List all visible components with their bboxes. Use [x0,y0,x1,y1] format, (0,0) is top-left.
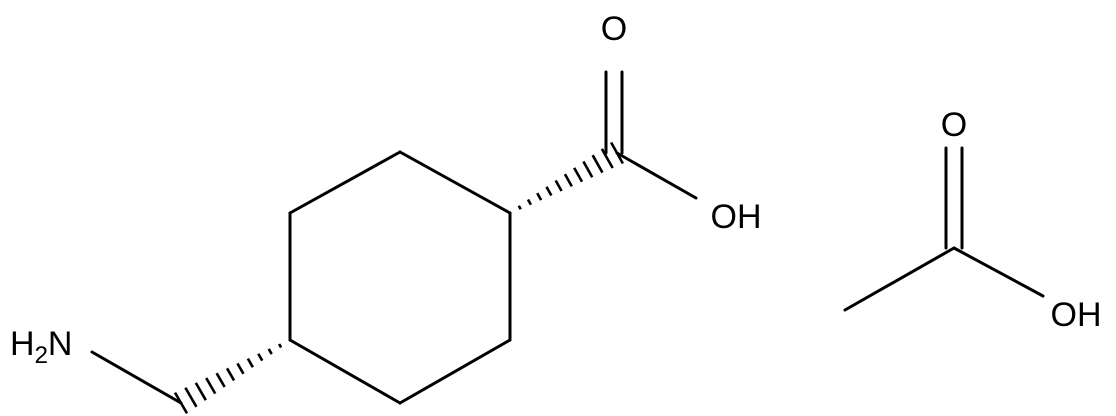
hash-stroke [184,387,198,408]
c-oh-bond [615,151,698,200]
hash-stroke [215,372,226,388]
hydroxyl-label: OH [1051,296,1102,334]
amine-label: H2N [10,325,72,369]
hash-stroke [225,367,236,382]
molecule-tranexamic-acid: O OH H2N [10,10,762,415]
ring-bond [288,338,402,405]
hash-stroke [194,382,207,401]
hash-stroke [267,348,273,355]
hash-stroke [600,148,614,169]
hash-stroke [288,338,292,342]
carboxyl-group: O OH [601,10,762,236]
ring-bond [288,150,402,215]
ch2-n-bond [90,350,183,405]
hash-stroke [573,167,584,183]
hash-stroke [257,353,264,362]
cyclohexane-ring [288,150,512,405]
methyl-bond [843,246,956,312]
hash-stroke [277,343,283,349]
ring-bond [398,150,512,215]
amine-h-label: H [10,325,35,363]
amine-subscript: 2 [35,342,48,369]
carbonyl-oxygen-label: O [941,106,967,144]
hash-stroke [563,173,573,188]
hydroxyl-label: OH [711,198,762,236]
hash-stroke [536,192,543,201]
hash-stroke [526,198,533,206]
aminomethyl-group: H2N [10,325,183,405]
molecule-acetic-acid: O OH [843,106,1102,334]
hash-stroke [545,186,553,197]
hash-stroke [554,179,563,192]
hashed-wedge-bond-aminomethyl [173,338,292,415]
hash-stroke [582,160,594,178]
carbonyl-oxygen-label: O [601,10,627,48]
hash-stroke [205,377,217,395]
hash-stroke [591,154,604,174]
ring-bond [398,338,512,405]
hash-stroke [508,211,512,215]
hash-stroke [517,205,522,210]
amine-n-label: N [48,325,73,363]
hash-stroke [246,357,254,368]
hash-stroke [236,362,245,375]
c-oh-bond [952,246,1045,298]
